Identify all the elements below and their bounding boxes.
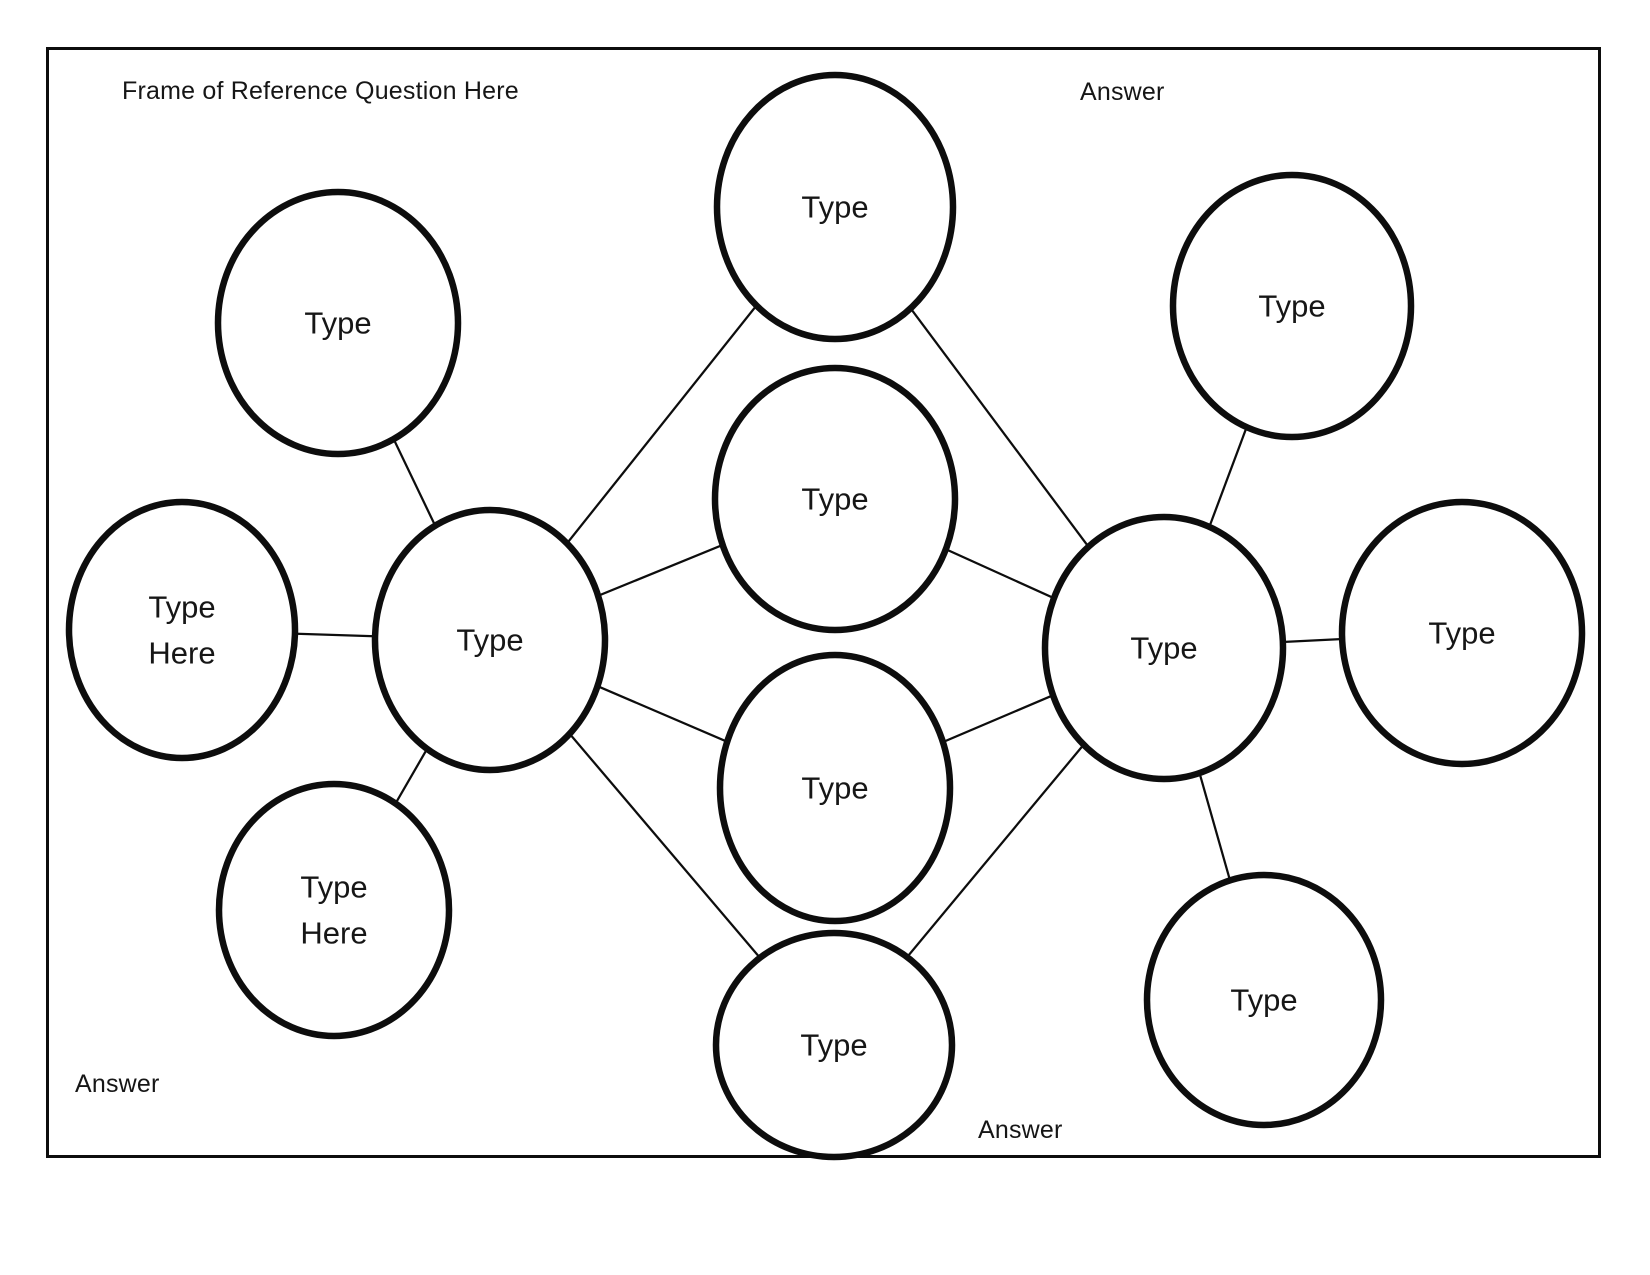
answer-label-bottom-middle[interactable]: Answer bbox=[978, 1116, 1063, 1144]
node-center-lower-label[interactable]: Type bbox=[801, 771, 868, 806]
node-right-hub-label[interactable]: Type bbox=[1130, 631, 1197, 666]
node-upper-left-label[interactable]: Type bbox=[304, 306, 371, 341]
node-bottom-middle-label[interactable]: Type bbox=[800, 1028, 867, 1063]
node-bottom-middle-circle[interactable] bbox=[712, 929, 956, 1161]
node-left-outer-circle[interactable] bbox=[65, 498, 299, 762]
node-lower-left-circle[interactable] bbox=[215, 780, 453, 1040]
node-top-middle-label[interactable]: Type bbox=[801, 190, 868, 225]
node-center-upper: Type bbox=[711, 364, 959, 634]
node-bottom-middle: Type bbox=[712, 929, 956, 1161]
answer-label-top-right[interactable]: Answer bbox=[1080, 78, 1165, 106]
node-lower-right-label[interactable]: Type bbox=[1230, 983, 1297, 1018]
node-right-outer: Type bbox=[1338, 498, 1586, 768]
node-center-lower-circle[interactable] bbox=[716, 651, 954, 925]
frame-of-reference-question-label[interactable]: Frame of Reference Question Here bbox=[122, 77, 519, 105]
node-center-upper-circle[interactable] bbox=[711, 364, 959, 634]
node-top-middle: Type bbox=[713, 71, 957, 343]
node-top-middle-circle[interactable] bbox=[713, 71, 957, 343]
node-right-outer-circle[interactable] bbox=[1338, 498, 1586, 768]
node-center-upper-label[interactable]: Type bbox=[801, 482, 868, 517]
answer-label-bottom-left[interactable]: Answer bbox=[75, 1070, 160, 1098]
node-upper-right-label[interactable]: Type bbox=[1258, 289, 1325, 324]
node-lower-right-circle[interactable] bbox=[1143, 871, 1385, 1129]
node-right-outer-label[interactable]: Type bbox=[1428, 616, 1495, 651]
node-upper-right-circle[interactable] bbox=[1169, 171, 1415, 441]
node-upper-left-circle[interactable] bbox=[214, 188, 462, 458]
node-upper-left: Type bbox=[214, 188, 462, 458]
node-left-hub-circle[interactable] bbox=[371, 506, 609, 774]
node-right-hub-circle[interactable] bbox=[1041, 513, 1287, 783]
node-left-hub-label[interactable]: Type bbox=[456, 623, 523, 658]
node-lower-right: Type bbox=[1143, 871, 1385, 1129]
node-upper-right: Type bbox=[1169, 171, 1415, 441]
node-right-hub: Type bbox=[1041, 513, 1287, 783]
node-center-lower: Type bbox=[716, 651, 954, 925]
node-left-hub: Type bbox=[371, 506, 609, 774]
